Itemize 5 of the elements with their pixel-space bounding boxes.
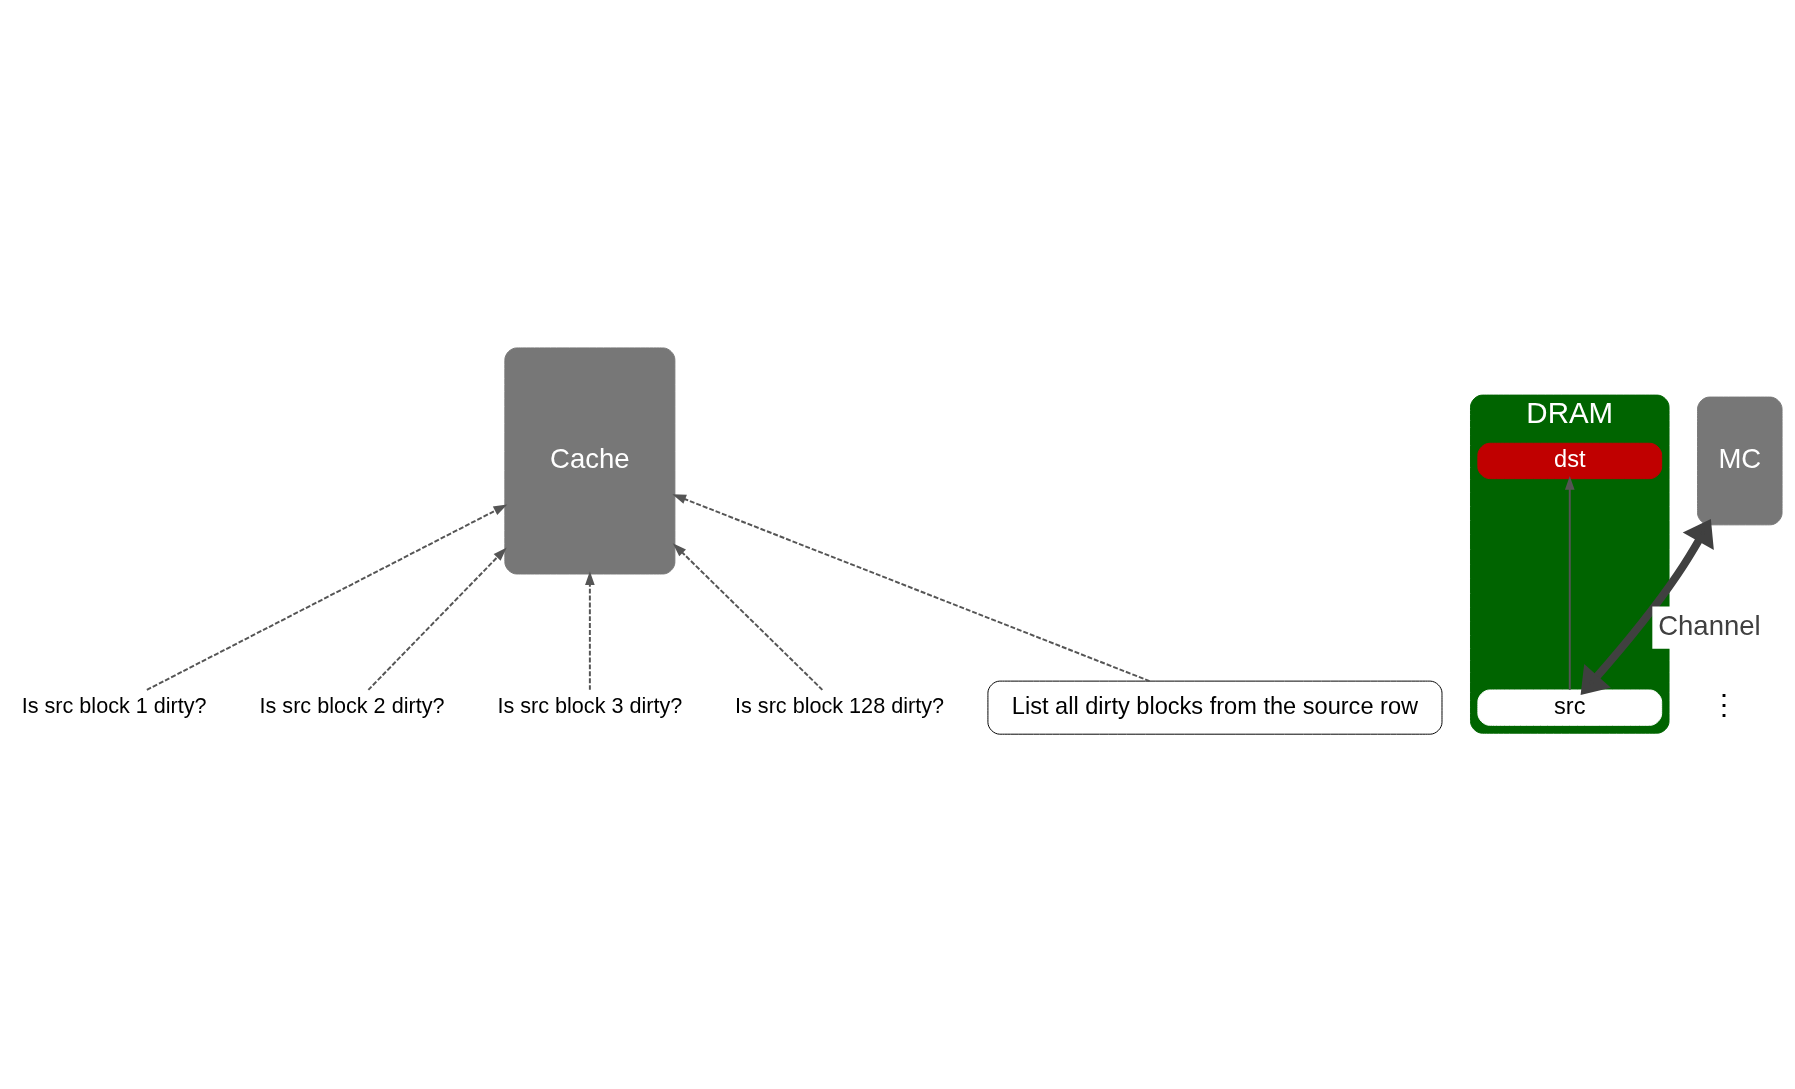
node-text: Is src block 128 dirty? [735,693,944,719]
node-text: Is src block 2 dirty? [259,693,445,719]
node-text: Is src block 3 dirty? [497,693,683,719]
node-text: Is src block 1 dirty? [21,693,207,719]
label: ⋮ [1710,689,1739,721]
